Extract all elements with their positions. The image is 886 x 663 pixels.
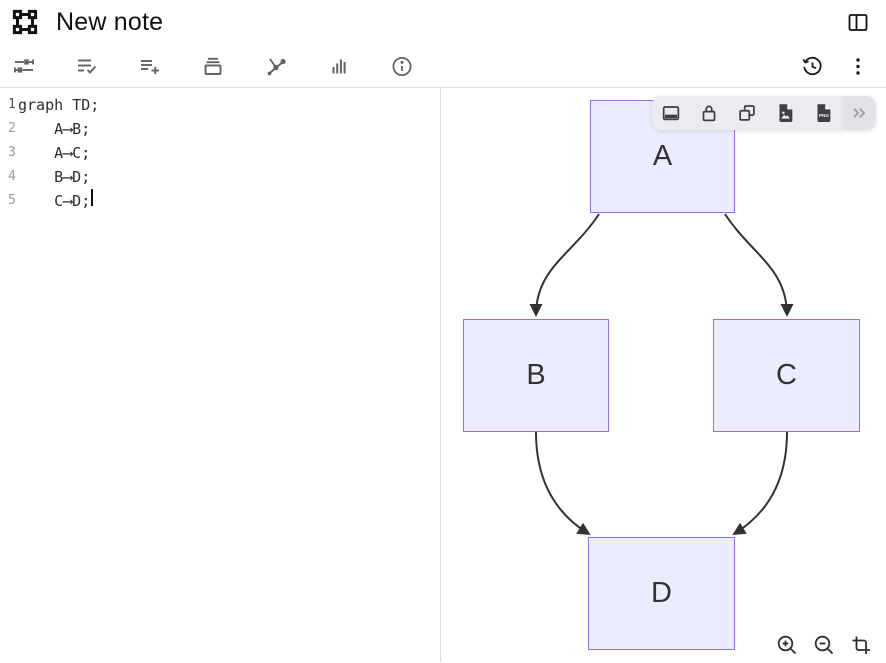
lock-icon[interactable] (690, 96, 728, 130)
code-editor[interactable]: 1 graph TD; 2 A⟶B; 3 A⟶C; 4 B⟶D; 5 C⟶D; (0, 88, 441, 662)
image-file-icon[interactable] (766, 96, 804, 130)
list-check-icon[interactable] (73, 52, 101, 80)
edge-B-D (535, 431, 591, 536)
crop-icon[interactable] (848, 632, 874, 658)
node-label: B (526, 359, 546, 391)
object-group-icon (10, 7, 40, 37)
zoom-out-icon[interactable] (811, 632, 837, 658)
zoom-in-icon[interactable] (774, 632, 800, 658)
graph-share-icon[interactable] (262, 52, 290, 80)
code-text: B⟶D; (18, 168, 91, 186)
flowchart-node-D[interactable]: D (588, 537, 735, 650)
code-line[interactable]: 3 A⟶C; (0, 141, 440, 165)
edge-A-B (529, 213, 600, 317)
png-file-icon[interactable]: PNG (804, 96, 842, 130)
node-label: D (651, 577, 672, 609)
line-number: 5 (8, 193, 16, 208)
bar-chart-icon[interactable] (325, 52, 353, 80)
node-label: C (776, 359, 797, 391)
archive-icon[interactable] (199, 52, 227, 80)
line-number: 1 (8, 97, 16, 112)
code-text: A⟶B; (18, 120, 91, 138)
node-label: A (652, 140, 673, 172)
code-line[interactable]: 1 graph TD; (0, 93, 440, 117)
zoom-controls (774, 632, 874, 658)
code-line[interactable]: 4 B⟶D; (0, 165, 440, 189)
line-number: 3 (8, 145, 16, 160)
code-text: C⟶D; (18, 192, 91, 210)
code-line[interactable]: 5 C⟶D; (0, 189, 440, 213)
edge-A-C (724, 213, 794, 317)
line-number: 4 (8, 169, 16, 184)
note-title[interactable]: New note (56, 7, 164, 36)
kebab-menu-icon[interactable] (844, 52, 872, 80)
copy-icon[interactable] (728, 96, 766, 130)
code-line[interactable]: 2 A⟶B; (0, 117, 440, 141)
diagram-toolbar: PNG (652, 96, 876, 130)
flowchart-node-C[interactable]: C (713, 319, 860, 432)
png-label: PNG (819, 113, 829, 118)
tune-sliders-icon[interactable] (10, 52, 38, 80)
line-number: 2 (8, 121, 16, 136)
history-icon[interactable] (798, 52, 826, 80)
sidebar-right-icon[interactable] (844, 8, 872, 36)
note-toolbar (0, 44, 886, 88)
flowchart-node-B[interactable]: B (463, 319, 609, 432)
diagram-canvas[interactable]: A B C D (441, 88, 886, 662)
text-cursor (91, 189, 93, 206)
code-text: graph TD; (18, 96, 100, 114)
edge-C-D (732, 431, 788, 536)
app-header: New note (0, 0, 886, 44)
panel-bottom-icon[interactable] (652, 96, 690, 130)
code-text: A⟶C; (18, 144, 91, 162)
list-add-icon[interactable] (136, 52, 164, 80)
chevron-double-right-icon[interactable] (842, 96, 876, 130)
info-icon[interactable] (388, 52, 416, 80)
